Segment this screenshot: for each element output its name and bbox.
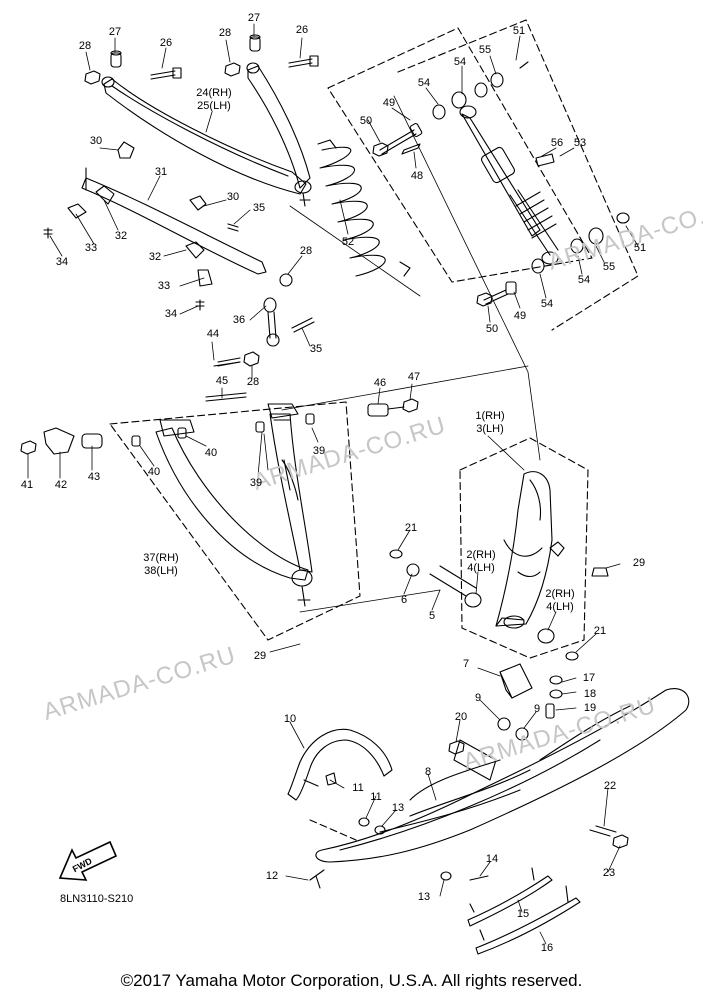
callout-35: 35 <box>252 202 266 214</box>
spindle-hardware <box>389 549 609 661</box>
link-rod <box>217 297 315 367</box>
callout-37-38: 37(RH) 38(LH) <box>143 552 179 577</box>
stabilizer-bar <box>43 141 293 311</box>
callout-40: 40 <box>147 466 161 478</box>
callout-44: 44 <box>206 328 220 340</box>
callout-9: 9 <box>533 703 541 715</box>
callout-11: 11 <box>370 791 382 803</box>
callout-11: 11 <box>352 782 364 794</box>
callout-28: 28 <box>218 27 232 39</box>
callout-36: 36 <box>232 314 246 326</box>
ski <box>315 688 690 863</box>
callout-54: 54 <box>417 77 431 89</box>
callout-54: 54 <box>453 56 467 68</box>
callout-32: 32 <box>148 251 162 263</box>
callout-43: 43 <box>87 471 101 483</box>
callout-26: 26 <box>295 24 309 36</box>
callout-54: 54 <box>540 298 554 310</box>
callout-56: 56 <box>550 137 564 149</box>
callout-32: 32 <box>114 230 128 242</box>
shock-absorber <box>459 105 559 265</box>
callout-40: 40 <box>204 447 218 459</box>
callout-28: 28 <box>246 376 260 388</box>
callout-12: 12 <box>265 870 279 882</box>
callout-30: 30 <box>89 135 103 147</box>
callout-22: 22 <box>603 780 617 792</box>
callout-39: 39 <box>249 477 263 489</box>
callout-45: 45 <box>215 375 229 387</box>
callout-34: 34 <box>55 256 69 268</box>
assembly-outlines <box>109 19 639 841</box>
ski-stopper-block <box>499 663 533 699</box>
callout-14: 14 <box>485 853 499 865</box>
callout-19: 19 <box>583 702 597 714</box>
callout-55: 55 <box>478 44 492 56</box>
callout-26: 26 <box>159 37 173 49</box>
callout-6: 6 <box>400 594 408 606</box>
coil-spring <box>317 139 411 277</box>
callout-29: 29 <box>253 650 267 662</box>
spindle <box>495 471 565 629</box>
callout-41: 41 <box>20 479 34 491</box>
callout-7: 7 <box>462 658 470 670</box>
callout-2-4: 2(RH) 4(LH) <box>466 549 496 574</box>
diagram-code: 8LN3110-S210 <box>60 893 134 905</box>
callout-54: 54 <box>577 274 591 286</box>
leader-lines <box>27 23 639 945</box>
callout-48: 48 <box>410 170 424 182</box>
callout-8: 8 <box>424 766 432 778</box>
callout-20: 20 <box>454 711 468 723</box>
callout-53: 53 <box>573 137 587 149</box>
upper-arm-hardware <box>84 34 319 85</box>
callout-1-3: 1(RH) 3(LH) <box>475 410 505 435</box>
callout-18: 18 <box>583 688 597 700</box>
callout-55: 55 <box>602 261 616 273</box>
callout-39: 39 <box>312 445 326 457</box>
callout-28: 28 <box>78 40 92 52</box>
callout-46: 46 <box>373 377 387 389</box>
callout-49: 49 <box>513 310 527 322</box>
wear-bars <box>467 867 581 955</box>
callout-5: 5 <box>428 610 436 622</box>
callout-50: 50 <box>359 115 373 127</box>
callout-21: 21 <box>593 625 607 637</box>
callout-33: 33 <box>84 242 98 254</box>
lower-a-arm <box>155 403 313 607</box>
lower-arm-hardware <box>20 361 419 455</box>
callout-42: 42 <box>54 479 68 491</box>
callout-13: 13 <box>391 802 405 814</box>
callout-50: 50 <box>485 323 499 335</box>
callout-52: 52 <box>341 236 355 248</box>
callout-24-25: 24(RH) 25(LH) <box>196 87 232 112</box>
shock-hardware <box>372 61 630 307</box>
callout-13: 13 <box>417 891 431 903</box>
callout-27: 27 <box>247 12 261 24</box>
forward-arrow-icon <box>58 840 118 881</box>
copyright-notice: ©2017 Yamaha Motor Corporation, U.S.A. A… <box>120 971 583 990</box>
callout-47: 47 <box>407 371 421 383</box>
callout-51: 51 <box>512 25 526 37</box>
callout-30: 30 <box>226 191 240 203</box>
callout-9: 9 <box>474 692 482 704</box>
callout-16: 16 <box>540 942 554 954</box>
callout-21: 21 <box>404 522 418 534</box>
callout-29: 29 <box>632 557 646 569</box>
ski-handle <box>287 728 393 801</box>
callout-49: 49 <box>382 97 396 109</box>
callout-34: 34 <box>164 308 178 320</box>
upper-a-arm <box>101 62 312 207</box>
callout-2-4: 2(RH) 4(LH) <box>545 588 575 613</box>
callout-31: 31 <box>154 166 168 178</box>
callout-15: 15 <box>516 908 530 920</box>
callout-28: 28 <box>299 245 313 257</box>
callout-27: 27 <box>108 26 122 38</box>
callout-35: 35 <box>309 343 323 355</box>
callout-33: 33 <box>157 280 171 292</box>
callout-10: 10 <box>283 713 297 725</box>
callout-23: 23 <box>602 867 616 879</box>
callout-17: 17 <box>582 672 596 684</box>
callout-51: 51 <box>633 242 647 254</box>
